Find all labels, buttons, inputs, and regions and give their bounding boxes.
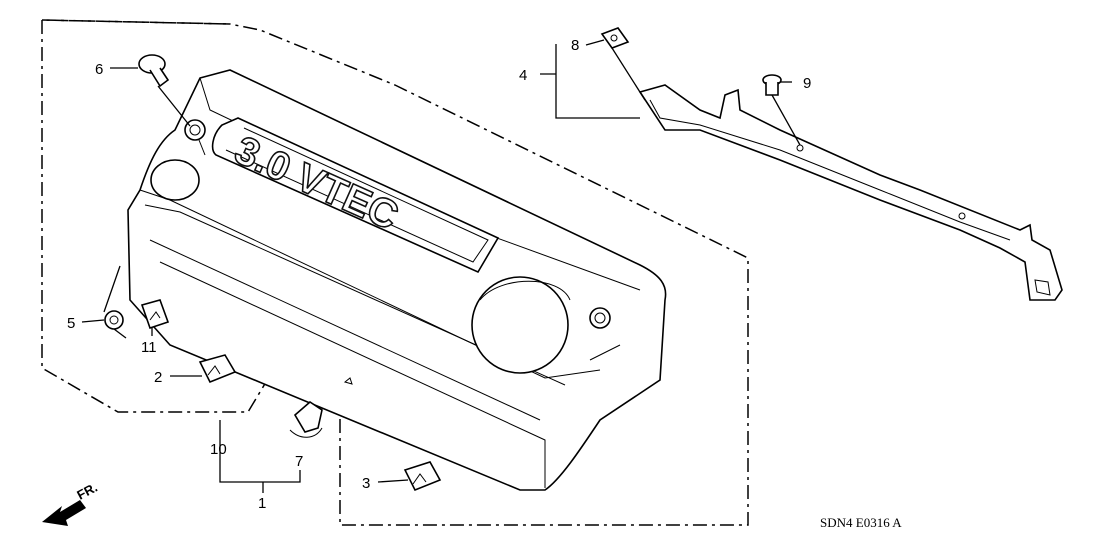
grommet-hole-right bbox=[589, 307, 611, 329]
wire-clip bbox=[289, 400, 323, 438]
leader-lines bbox=[81, 39, 801, 493]
cushion-3 bbox=[403, 461, 442, 492]
bolt bbox=[762, 74, 782, 96]
front-arrow-icon bbox=[42, 500, 86, 526]
callout-11: 11 bbox=[141, 339, 157, 356]
direction-label: FR. bbox=[74, 480, 100, 503]
assembly-outline bbox=[41, 19, 749, 526]
callout-5: 5 bbox=[67, 315, 75, 332]
engine-cover: 3.0 VTEC bbox=[127, 69, 667, 491]
callout-9: 9 bbox=[803, 75, 811, 92]
diagram-code: SDN4 E0316 A bbox=[820, 515, 902, 530]
cover-bracket bbox=[638, 84, 1063, 301]
cushion-11 bbox=[140, 299, 170, 330]
callout-8: 8 bbox=[571, 37, 579, 54]
callout-7: 7 bbox=[295, 453, 303, 470]
callout-3: 3 bbox=[362, 475, 370, 492]
callout-10: 10 bbox=[210, 441, 227, 458]
nut bbox=[600, 27, 630, 49]
callout-1: 1 bbox=[258, 495, 266, 512]
grommet bbox=[104, 310, 124, 330]
emblem-plate bbox=[211, 117, 500, 274]
outline-left-lead bbox=[41, 19, 231, 25]
callout-2: 2 bbox=[154, 369, 162, 386]
cushion-2 bbox=[198, 354, 237, 384]
callout-6: 6 bbox=[95, 61, 103, 78]
callout-4: 4 bbox=[519, 67, 527, 84]
clip bbox=[138, 54, 170, 88]
